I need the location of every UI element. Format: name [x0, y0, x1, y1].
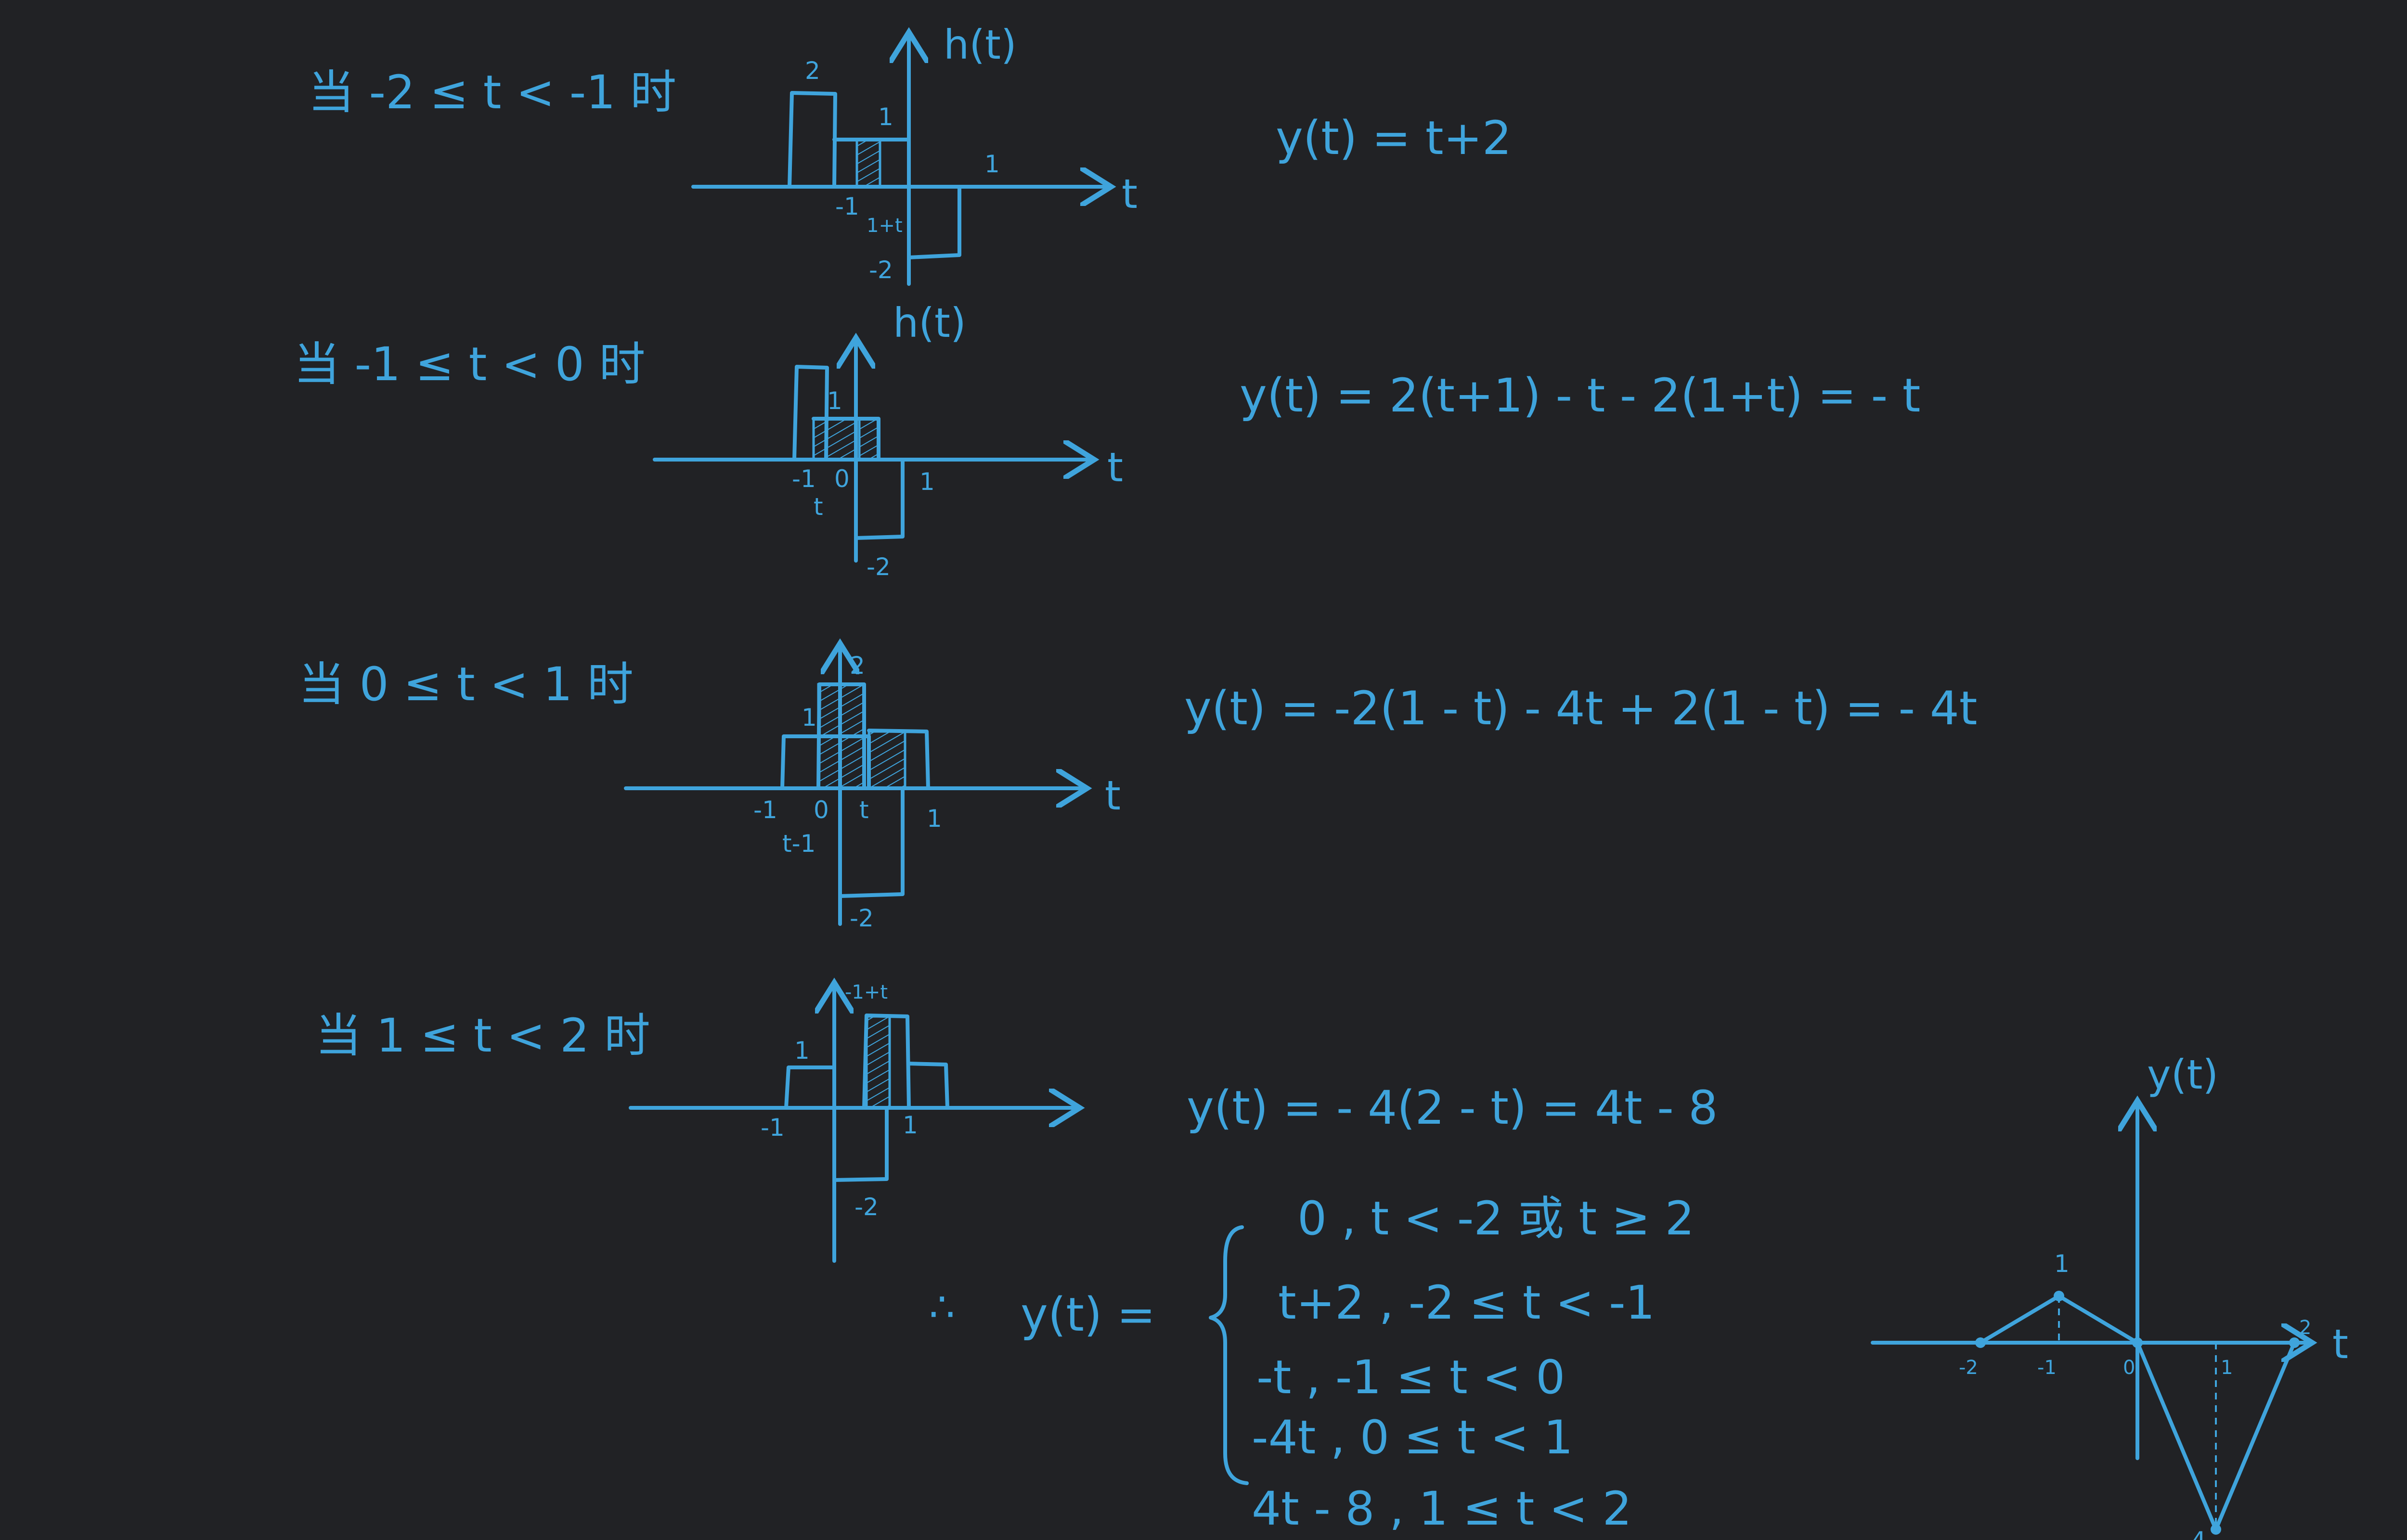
case3-tick-t: t — [859, 796, 869, 824]
case2-result: y(t) = 2(t+1) - t - 2(1+t) = - t — [1240, 369, 1920, 423]
case1-result: y(t) = t+2 — [1276, 111, 1512, 165]
result-plot-point-2 — [2132, 1337, 2143, 1348]
result-plot-tick-2: 0 — [2123, 1357, 2135, 1379]
case3-group: 当 0 ≤ t < 1 时 t 2 1 -1 0 t 1 t-1 -2 y(t)… — [298, 647, 1977, 932]
case4-group: 当 1 ≤ t < 2 时 1 -1+t -1 1 -2 y(t) = - 4(… — [315, 981, 1718, 1263]
result-plot-tick-0: -2 — [1959, 1357, 1978, 1379]
case3-tick-right: 1 — [927, 805, 942, 833]
case3-overlap-center — [817, 683, 866, 790]
case1-tick-right: 1 — [984, 150, 1000, 178]
case4-pulse-1-left — [784, 1065, 834, 1110]
case4-condition: 当 1 ≤ t < 2 时 — [315, 1009, 650, 1063]
result-plot-xlabel: t — [2332, 1321, 2348, 1368]
summary-case-2: t+2 , -2 ≤ t < -1 — [1278, 1276, 1655, 1330]
case2-condition: 当 -1 ≤ t < 0 时 — [294, 337, 645, 391]
case3-overlap-right — [867, 730, 906, 790]
case3-result: y(t) = -2(1 - t) - 4t + 2(1 - t) = - 4t — [1184, 681, 1977, 735]
case2-tick-right: 1 — [919, 468, 935, 496]
summary-case-3: -t , -1 ≤ t < 0 — [1256, 1350, 1565, 1404]
case3-level-one: 1 — [802, 704, 817, 732]
case1-level-neg: -2 — [869, 256, 893, 284]
case4-level-one: 1 — [794, 1037, 810, 1065]
case2-graph: h(t) t 1 -1 0 t 1 -2 — [653, 299, 1123, 581]
case3-tick-shift: t-1 — [782, 830, 815, 858]
case2-overlap-right — [858, 417, 880, 461]
summary-case-5: 4t - 8 , 1 ≤ t < 2 — [1252, 1482, 1632, 1536]
summary-case-1: 0 , t < -2 或 t ≥ 2 — [1297, 1192, 1695, 1245]
case4-graph: 1 -1+t -1 1 -2 — [629, 981, 1076, 1263]
result-plot-ticks: -2 -1 0 1 2 — [1959, 1317, 2311, 1379]
case2-tick-zero: 0 — [834, 465, 850, 493]
case1-pulse-2 — [788, 91, 837, 189]
case4-result: y(t) = - 4(2 - t) = 4t - 8 — [1187, 1081, 1718, 1135]
case2-level-neg: -2 — [867, 553, 891, 581]
case1-axis-y-label: h(t) — [944, 21, 1017, 68]
case2-level-one: 1 — [827, 387, 842, 415]
case2-axis-x-label: t — [1107, 444, 1123, 491]
case3-condition: 当 0 ≤ t < 1 时 — [298, 657, 634, 711]
result-plot-point-1 — [2054, 1291, 2064, 1301]
case4-pulse-neg — [832, 1106, 889, 1182]
result-plot: y(t) t -2 -1 0 1 2 1 -4 — [1871, 1051, 2348, 1540]
case1-graph: h(t) t 2 1 -1 1+t 1 -2 — [691, 21, 1138, 286]
case1-pulse-neg — [907, 185, 961, 259]
case3-graph: t 2 1 -1 0 t 1 t-1 -2 — [624, 647, 1121, 932]
case4-overlap-area — [865, 1015, 891, 1109]
result-plot-point-4 — [2289, 1337, 2300, 1348]
case1-group: 当 -2 ≤ t < -1 时 h(t) t 2 1 -1 1+t 1 -2 y… — [308, 21, 1512, 286]
result-plot-peak-label: 1 — [2054, 1250, 2070, 1278]
case2-pulse-2 — [792, 365, 829, 462]
case2-overlap-left — [812, 417, 857, 461]
case3-tick-left: -1 — [753, 796, 777, 824]
case3-pulse-neg — [838, 786, 905, 898]
summary-group: ∴ y(t) = 0 , t < -2 或 t ≥ 2 t+2 , -2 ≤ t… — [929, 1192, 1695, 1536]
result-plot-trough-label: -4 — [2182, 1527, 2206, 1540]
case3-tick-zero: 0 — [814, 796, 829, 824]
summary-therefore: ∴ — [929, 1283, 955, 1331]
case4-level-neg: -2 — [854, 1193, 879, 1221]
result-plot-ylabel: y(t) — [2147, 1051, 2218, 1098]
summary-lhs: y(t) = — [1021, 1288, 1155, 1342]
case4-tick-right: 1 — [903, 1111, 918, 1139]
case2-axis-y-label: h(t) — [893, 299, 966, 346]
case2-group: 当 -1 ≤ t < 0 时 h(t) t 1 -1 0 t 1 -2 y(t)… — [294, 299, 1920, 581]
case4-pulse-1-right — [907, 1062, 949, 1110]
result-plot-tick-3: 1 — [2221, 1357, 2233, 1379]
case1-tick-shift: 1+t — [867, 215, 903, 237]
case1-level-one: 1 — [878, 103, 893, 131]
case3-axis-x-label: t — [1105, 772, 1121, 819]
summary-brace — [1209, 1225, 1249, 1485]
summary-case-4: -4t , 0 ≤ t < 1 — [1252, 1411, 1573, 1464]
result-plot-tick-4: 2 — [2299, 1317, 2311, 1339]
case4-tick-shift: -1+t — [845, 981, 888, 1003]
case2-tick-t: t — [814, 493, 823, 521]
case1-axis-x-label: t — [1122, 170, 1138, 218]
case2-pulse-neg — [854, 458, 905, 540]
case4-tick-left: -1 — [761, 1114, 785, 1142]
case1-level-top: 2 — [805, 57, 820, 85]
result-plot-tick-1: -1 — [2037, 1357, 2057, 1379]
case3-level-top: 2 — [850, 652, 865, 680]
case1-tick-left: -1 — [835, 192, 859, 220]
case3-level-neg: -2 — [850, 904, 874, 932]
result-plot-point-3 — [2211, 1524, 2221, 1535]
case1-overlap-area — [855, 138, 881, 188]
case1-condition: 当 -2 ≤ t < -1 时 — [308, 65, 676, 119]
result-plot-points — [1975, 1291, 2300, 1535]
case2-tick-left: -1 — [792, 465, 816, 493]
result-plot-point-0 — [1975, 1337, 1986, 1348]
